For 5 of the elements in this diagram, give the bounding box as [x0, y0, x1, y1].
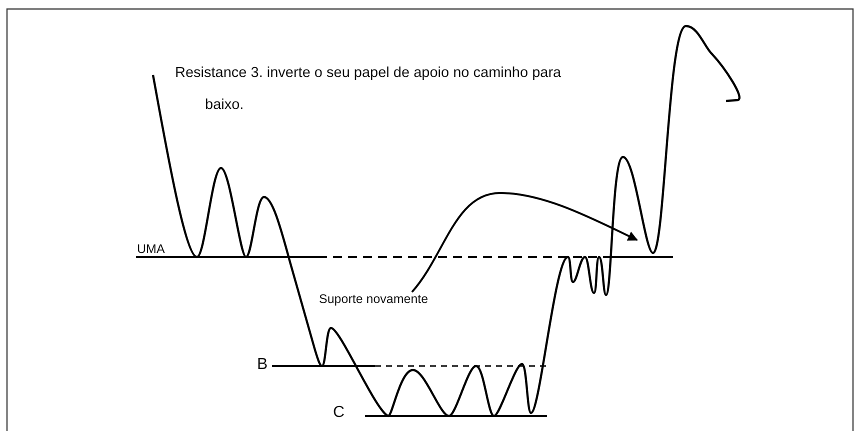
level-label: C: [333, 404, 345, 422]
annotation-text: Resistance 3. inverte o seu papel de apoio no caminho para baixo.: [175, 64, 562, 115]
level-label: B: [257, 356, 268, 374]
level-label: UMA: [137, 242, 165, 256]
annotation-text: Suporte novamente: [319, 292, 428, 306]
